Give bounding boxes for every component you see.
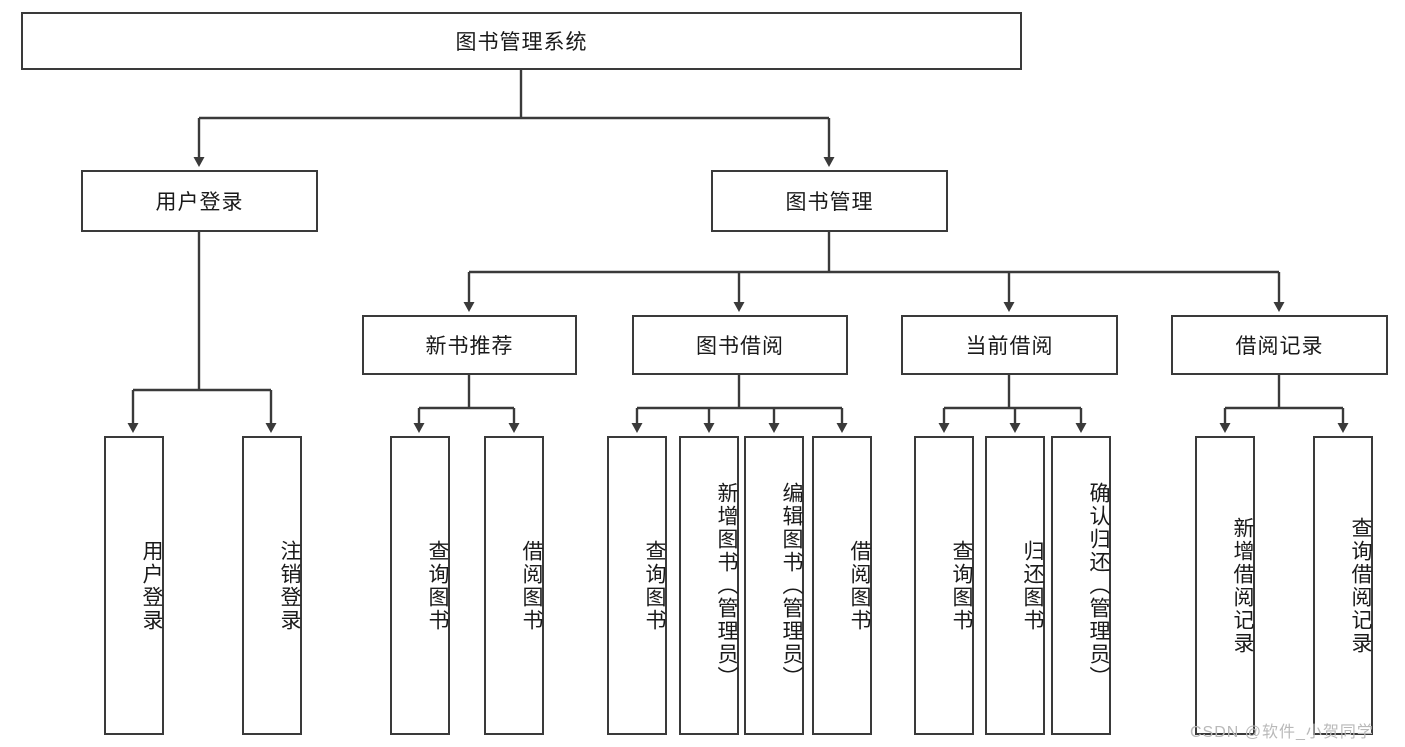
node-label: 查询借阅记录: [1349, 516, 1372, 655]
leaf-query-book-current[interactable]: 查询图书: [914, 436, 974, 735]
leaf-query-borrow-record[interactable]: 查询借阅记录: [1313, 436, 1373, 735]
node-label: 当前借阅: [965, 335, 1054, 358]
node-label: 注销登录: [278, 539, 301, 632]
leaf-add-borrow-record[interactable]: 新增借阅记录: [1195, 436, 1255, 735]
node-borrow-record[interactable]: 借阅记录: [1171, 315, 1388, 375]
leaf-edit-book-admin[interactable]: 编辑图书（管理员）: [744, 436, 804, 735]
node-label: 图书借阅: [696, 335, 784, 358]
edge-group-root: [193, 70, 835, 167]
leaf-query-book-new[interactable]: 查询图书: [390, 436, 450, 735]
edge-group-borrow-record: [1219, 375, 1349, 433]
node-label: 用户登录: [155, 191, 244, 214]
edge-group-user-login: [127, 232, 277, 433]
leaf-query-book-borrow[interactable]: 查询图书: [607, 436, 667, 735]
node-book-borrow[interactable]: 图书借阅: [632, 315, 848, 375]
node-label: 查询图书: [643, 539, 666, 632]
leaf-logout[interactable]: 注销登录: [242, 436, 302, 735]
node-new-book-recommend[interactable]: 新书推荐: [362, 315, 577, 375]
node-label: 归还图书: [1021, 539, 1044, 632]
node-label: 编辑图书（管理员）: [780, 482, 803, 689]
leaf-confirm-return-admin[interactable]: 确认归还（管理员）: [1051, 436, 1111, 735]
node-user-login[interactable]: 用户登录: [81, 170, 318, 232]
node-root[interactable]: 图书管理系统: [21, 12, 1022, 70]
edge-group-book-borrow: [631, 375, 848, 433]
edge-group-new-book: [413, 375, 520, 433]
leaf-borrow-book[interactable]: 借阅图书: [812, 436, 872, 735]
leaf-user-login[interactable]: 用户登录: [104, 436, 164, 735]
node-label: 查询图书: [950, 539, 973, 632]
node-label: 新增图书（管理员）: [715, 482, 738, 689]
leaf-add-book-admin[interactable]: 新增图书（管理员）: [679, 436, 739, 735]
edge-group-current-borrow: [938, 375, 1087, 433]
node-label: 图书管理: [785, 191, 874, 214]
node-label: 查询图书: [426, 539, 449, 632]
node-label: 图书管理系统: [455, 31, 588, 54]
node-label: 借阅图书: [520, 539, 543, 632]
node-label: 新书推荐: [425, 335, 514, 358]
leaf-return-book[interactable]: 归还图书: [985, 436, 1045, 735]
node-label: 借阅记录: [1235, 335, 1324, 358]
node-label: 确认归还（管理员）: [1087, 482, 1110, 689]
node-current-borrow[interactable]: 当前借阅: [901, 315, 1118, 375]
node-label: 借阅图书: [848, 539, 871, 632]
leaf-borrow-book-new[interactable]: 借阅图书: [484, 436, 544, 735]
node-label: 新增借阅记录: [1231, 516, 1254, 655]
node-label: 用户登录: [140, 539, 163, 632]
node-book-management[interactable]: 图书管理: [711, 170, 948, 232]
edge-group-book-management: [463, 232, 1285, 312]
csdn-watermark: CSDN @软件_小贺同学: [1190, 724, 1374, 741]
